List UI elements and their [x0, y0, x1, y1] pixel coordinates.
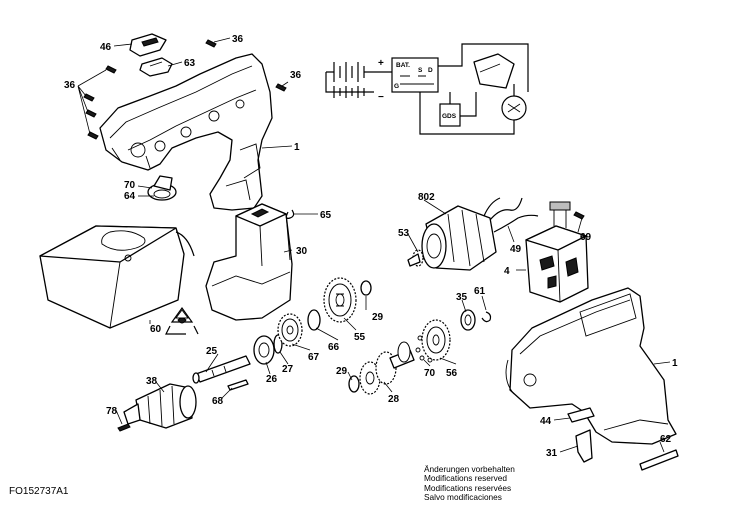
label-25: 25 [206, 346, 218, 357]
label-35: 35 [456, 292, 468, 303]
note-line-de: Änderungen vorbehalten [424, 464, 515, 474]
part-number-labels: 46 36 63 36 36 1 70 64 65 30 60 802 53 4… [64, 34, 678, 459]
label-38: 38 [146, 376, 158, 387]
switch-knob-70-64 [147, 175, 177, 201]
cover-plate-46 [129, 33, 167, 57]
clip-65 [285, 209, 295, 219]
circuit-schematic [325, 43, 529, 135]
label-27: 27 [282, 364, 294, 375]
label-28: 28 [388, 394, 400, 405]
housing-half-upper [99, 53, 273, 211]
ring-66 [307, 309, 321, 331]
label-36-top: 36 [232, 34, 244, 45]
switch-4 [525, 201, 589, 303]
label-61: 61 [474, 286, 486, 297]
label-70-upper: 70 [124, 180, 136, 191]
bracket-63 [139, 57, 173, 77]
note-line-es: Salvo modificaciones [424, 491, 502, 502]
wire-49 [493, 214, 539, 233]
label-63: 63 [184, 58, 196, 69]
schematic-plus: + [378, 58, 384, 69]
document-id: FO152737A1 [9, 486, 69, 497]
schematic-bat: BAT. [396, 62, 410, 69]
washer-29-upper [360, 280, 372, 296]
label-55: 55 [354, 332, 366, 343]
screw-69 [573, 211, 585, 220]
label-29-lower: 29 [336, 366, 348, 377]
schematic-minus: − [378, 92, 384, 103]
spindle-25 [192, 355, 251, 384]
schematic-d: D [428, 67, 433, 74]
label-68: 68 [212, 396, 224, 407]
label-78: 78 [106, 406, 118, 417]
label-60: 60 [150, 324, 162, 335]
label-53: 53 [398, 228, 410, 239]
battery-pack-30 [205, 203, 293, 321]
screw-62 [639, 449, 679, 471]
label-49: 49 [510, 244, 522, 255]
note-line-en: Modifications reserved [424, 473, 508, 484]
recycle-icon [165, 306, 199, 335]
leader-lines [77, 37, 671, 453]
label-4: 4 [504, 266, 510, 277]
label-802: 802 [418, 192, 435, 203]
label-26: 26 [266, 374, 278, 385]
bracket-44 [567, 407, 595, 423]
schematic-g: G [394, 83, 399, 90]
clip-31 [575, 429, 593, 463]
motor-802 [421, 197, 523, 271]
screws-36 [83, 39, 287, 140]
note-line-fr: Modifications reservées [424, 482, 512, 493]
bearing-26 [253, 335, 275, 365]
label-62: 62 [660, 434, 672, 445]
washer-29-lower [348, 375, 360, 393]
gear-55 [323, 277, 357, 323]
schematic-s: S [418, 67, 423, 74]
label-29-upper: 29 [372, 312, 384, 323]
pin-68 [227, 379, 249, 391]
schematic-gds: GDS [442, 113, 457, 120]
label-70-lower: 70 [424, 368, 436, 379]
modification-notes: Änderungen vorbehalten Modifications res… [424, 464, 515, 502]
chuck-38 [123, 383, 197, 429]
gear-67 [277, 313, 303, 347]
label-30: 30 [296, 246, 308, 257]
label-46: 46 [100, 42, 112, 53]
housing-half-lower [505, 287, 677, 445]
clip-61 [481, 311, 492, 323]
label-31: 31 [546, 448, 558, 459]
screw-78 [117, 423, 131, 432]
label-44: 44 [540, 416, 552, 427]
label-65: 65 [320, 210, 332, 221]
label-36-left: 36 [64, 80, 76, 91]
label-56: 56 [446, 368, 458, 379]
schematic-labels: + − BAT. S D G GDS [378, 58, 457, 120]
bearing-35 [460, 309, 476, 331]
label-69: 69 [580, 232, 592, 243]
label-1-lower: 1 [672, 358, 678, 369]
label-1-upper: 1 [294, 142, 300, 153]
pinion-53 [407, 249, 424, 267]
label-64: 64 [124, 191, 136, 202]
label-66: 66 [328, 342, 340, 353]
charger-60 [39, 225, 195, 329]
label-67: 67 [308, 352, 320, 363]
planetary-set-28 [359, 341, 415, 395]
gear-56 [421, 319, 451, 361]
label-36-right: 36 [290, 70, 302, 81]
